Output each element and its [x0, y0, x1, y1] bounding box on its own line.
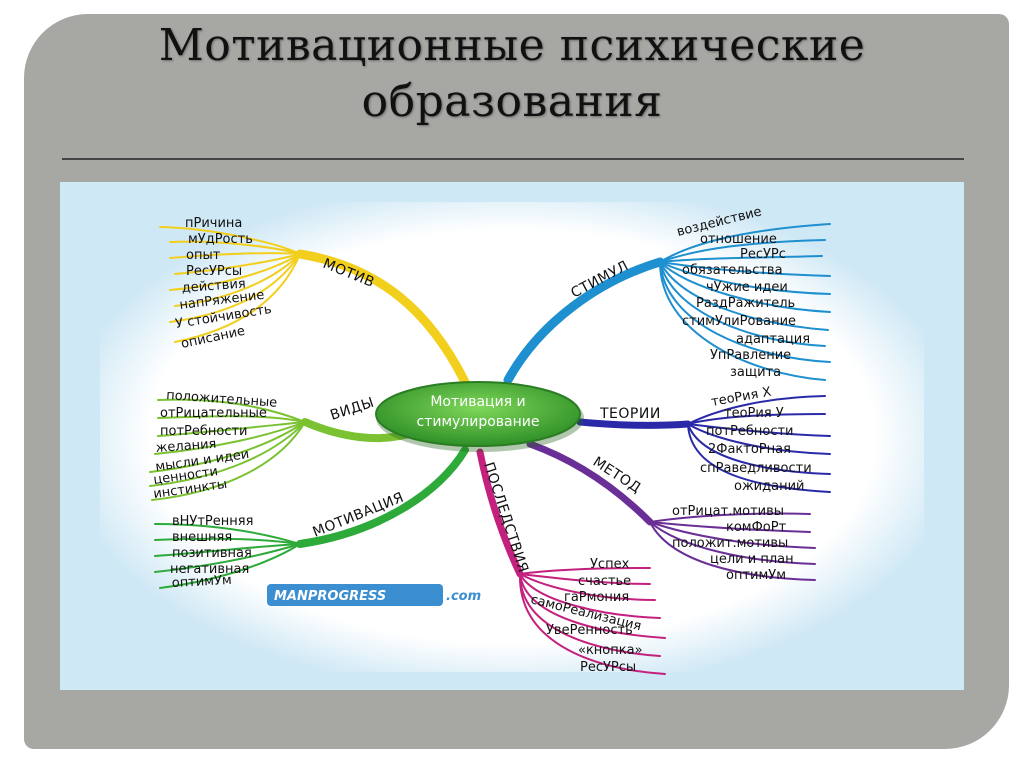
motivaciya-item-1: вНУтРенняя	[172, 514, 253, 529]
metod-item-5: оптимУм	[726, 568, 786, 583]
stimul-item-10: защита	[730, 365, 781, 380]
posledstviya-item-2: счастье	[578, 574, 631, 589]
center-node: Мотивация и стимулирование	[375, 381, 584, 452]
stimul-item-5: чУжие идеи	[706, 280, 788, 295]
posledstviya-item-6: «кнопка»	[578, 643, 643, 658]
motiv-item-2: мУдРость	[188, 232, 253, 247]
teorii-item-5: спРаведливости	[700, 461, 812, 476]
stimul-item-7: стимУлиРование	[682, 314, 796, 329]
logo-brand: MANPROGRESS	[274, 589, 386, 604]
stimul-item-3: РесУРс	[740, 247, 786, 262]
metod-item-4: цели и план	[710, 552, 794, 567]
center-line2: стимулирование	[417, 414, 540, 430]
posledstviya-item-3: гаРмония	[564, 590, 629, 605]
stimul-item-2: отношение	[700, 232, 777, 247]
stimul-item-9: УпРавление	[710, 348, 791, 363]
motivaciya-item-5: оптимУм	[171, 573, 232, 591]
metod-item-1: отРицат.мотивы	[672, 504, 784, 519]
posledstviya-item-1: Успех	[590, 557, 630, 572]
branch-label-teorii: ТЕОРИИ	[599, 406, 661, 422]
metod-item-3: положит.мотивы	[672, 536, 788, 551]
vidy-item-4: желания	[155, 437, 217, 456]
slide-title-line2: образования	[361, 76, 663, 127]
title-divider	[62, 158, 964, 160]
manprogress-logo: MANPROGRESS .com	[267, 584, 481, 606]
teorii-item-3: потРебности	[706, 424, 794, 439]
metod-item-2: комФоРт	[726, 520, 787, 535]
logo-suffix: .com	[446, 589, 481, 604]
stimul-item-6: РаздРажитель	[696, 296, 795, 311]
teorii-item-2: теоРия У	[724, 406, 784, 421]
motivaciya-item-2: внешняя	[172, 530, 232, 545]
center-line1: Мотивация и	[430, 394, 525, 410]
branch-teorii	[576, 395, 831, 493]
branch-metod	[526, 440, 816, 581]
motiv-item-5: действия	[181, 277, 246, 296]
motivaciya-item-3: позитивная	[172, 546, 252, 561]
posledstviya-item-5: УвеРенность	[546, 623, 633, 638]
slide-title-line1: Мотивационные психические	[158, 20, 866, 71]
branch-stimul	[503, 223, 831, 385]
slide-title: Мотивационные психические образования	[60, 18, 964, 130]
motiv-item-3: опыт	[186, 248, 221, 263]
branch-motivaciya	[154, 446, 469, 589]
vidy-item-3: потРебности	[160, 424, 248, 439]
posledstviya-item-7: РесУРсы	[580, 660, 636, 675]
motivaciya-item-4: негативная	[170, 562, 249, 577]
mindmap-svg: МОТИВ пРичина мУдРость опыт РесУРсы дейс…	[100, 202, 924, 675]
stimul-item-4: обязательства	[682, 263, 783, 278]
vidy-item-2: отРицательные	[160, 406, 267, 421]
teorii-item-6: ожиданий	[734, 479, 804, 494]
stimul-item-8: адаптация	[736, 332, 810, 347]
motiv-item-4: РесУРсы	[186, 264, 242, 279]
motiv-item-1: пРичина	[185, 216, 242, 231]
branch-posledstviya	[476, 448, 666, 675]
mindmap-panel: МОТИВ пРичина мУдРость опыт РесУРсы дейс…	[60, 182, 964, 690]
teorii-item-4: 2ФактоРная	[708, 442, 791, 457]
branch-motiv	[159, 226, 470, 387]
